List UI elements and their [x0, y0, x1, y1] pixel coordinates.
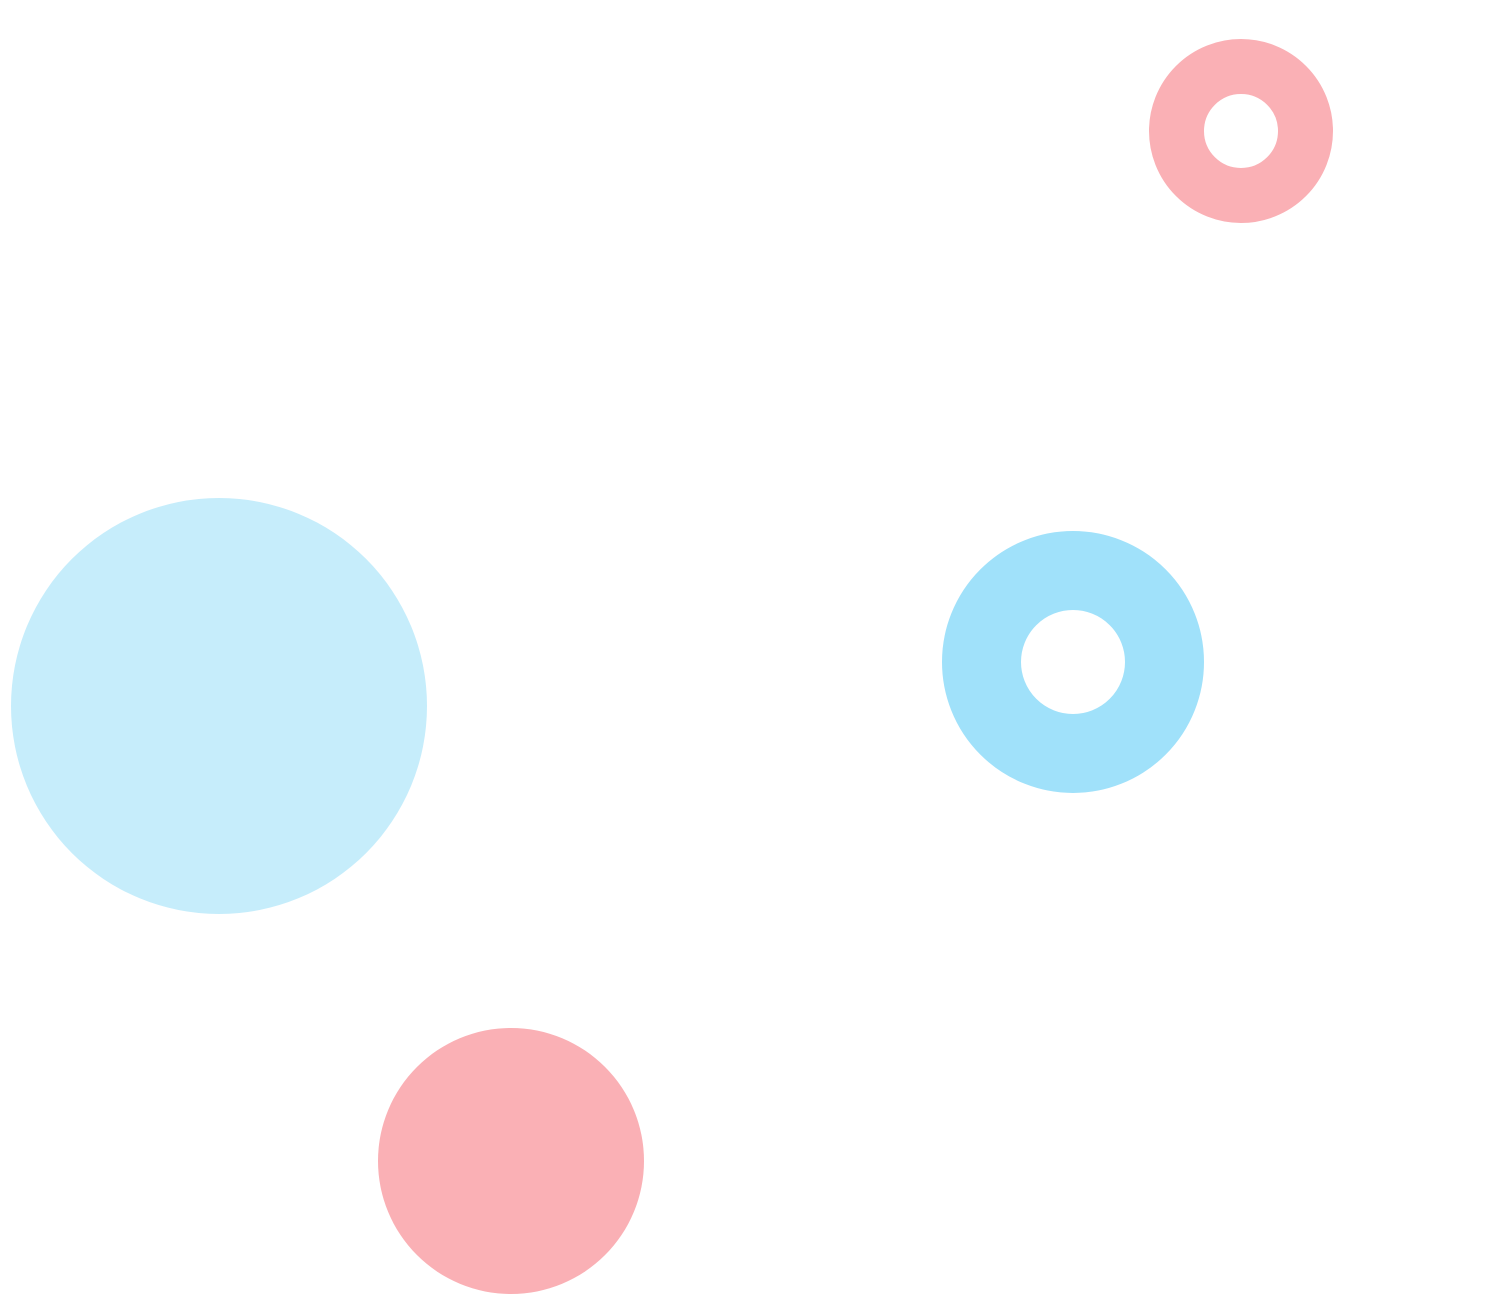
- pink-disc-shape: [378, 1028, 644, 1294]
- light-blue-disc-shape: [11, 498, 427, 914]
- pink-ring-shape: [1149, 39, 1333, 223]
- blue-ring-shape: [942, 531, 1204, 793]
